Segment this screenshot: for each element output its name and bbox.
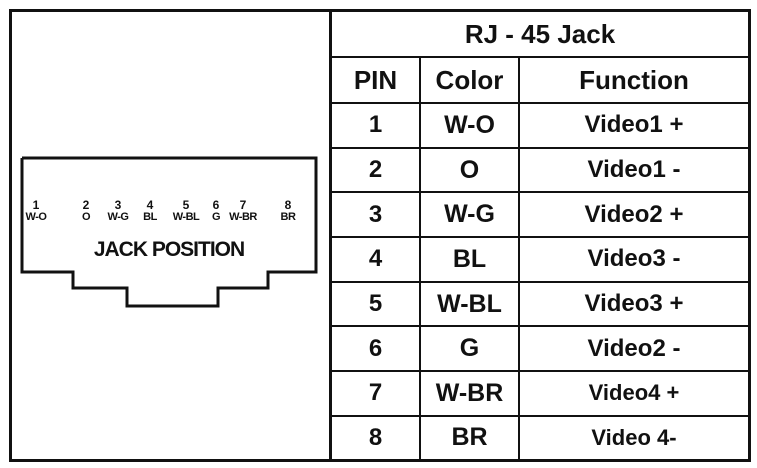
- jack-pin-color: W-O: [25, 211, 47, 223]
- jack-position-label: JACK POSITION: [93, 238, 245, 261]
- cell-function: Video2 +: [518, 191, 748, 239]
- cell-color: BR: [419, 414, 520, 459]
- jack-pin-number: 7: [239, 198, 247, 212]
- outer-frame: [9, 9, 751, 462]
- table-title-row: RJ - 45 Jack: [332, 12, 748, 58]
- cell-pin: 3: [332, 191, 421, 239]
- jack-pin-number: 8: [284, 198, 292, 212]
- cell-color: G: [419, 325, 520, 373]
- header-pin: PIN: [332, 56, 421, 104]
- rj45-pinout-table: RJ - 45 Jack PIN Color Function 1 W-O Vi…: [332, 12, 748, 459]
- cell-pin: 8: [332, 414, 421, 459]
- cell-pin: 5: [332, 280, 421, 328]
- cell-color: W-BR: [419, 370, 520, 417]
- table-row: 3 W-G Video2 +: [332, 191, 748, 239]
- cell-function: Video2 -: [518, 325, 748, 373]
- header-function: Function: [518, 56, 748, 104]
- cell-pin: 4: [332, 236, 421, 283]
- cell-color: W-O: [419, 102, 520, 149]
- jack-outline: [20, 156, 318, 308]
- jack-pin-number: 4: [146, 198, 154, 212]
- cell-function: Video4 +: [518, 370, 748, 417]
- cell-function: Video3 -: [518, 236, 748, 283]
- cell-color: O: [419, 146, 520, 194]
- jack-outline-diagram: [20, 156, 318, 308]
- header-color: Color: [419, 56, 520, 104]
- jack-pin-color: W-G: [107, 211, 129, 223]
- jack-pin-number: 2: [82, 198, 90, 212]
- jack-pin-color: W-BL: [172, 211, 200, 223]
- table-row: 7 W-BR Video4 +: [332, 370, 748, 417]
- jack-pin-color: BR: [280, 211, 296, 223]
- cell-pin: 1: [332, 102, 421, 149]
- table-row: 5 W-BL Video3 +: [332, 280, 748, 328]
- table-header-row: PIN Color Function: [332, 56, 748, 104]
- cell-pin: 6: [332, 325, 421, 373]
- cell-function: Video3 +: [518, 280, 748, 328]
- jack-pin-color: G: [211, 211, 221, 223]
- table-row: 2 O Video1 -: [332, 146, 748, 194]
- table-row: 4 BL Video3 -: [332, 236, 748, 283]
- cell-function: Video1 +: [518, 102, 748, 149]
- table-title: RJ - 45 Jack: [332, 12, 748, 58]
- table-row: 8 BR Video 4-: [332, 414, 748, 459]
- jack-pin-number: 5: [182, 198, 190, 212]
- table-row: 6 G Video2 -: [332, 325, 748, 373]
- jack-pin-number: 3: [114, 198, 122, 212]
- jack-pin-number: 1: [32, 198, 40, 212]
- jack-pin-color: W-BR: [229, 211, 257, 223]
- jack-pin-color: O: [81, 211, 91, 223]
- cell-color: BL: [419, 236, 520, 283]
- jack-pin-color: BL: [143, 211, 157, 223]
- cell-color: W-BL: [419, 280, 520, 328]
- cell-pin: 7: [332, 370, 421, 417]
- cell-function: Video1 -: [518, 146, 748, 194]
- jack-pin-number: 6: [212, 198, 220, 212]
- cell-color: W-G: [419, 191, 520, 239]
- cell-pin: 2: [332, 146, 421, 194]
- panel-divider: [329, 9, 332, 462]
- table-row: 1 W-O Video1 +: [332, 102, 748, 149]
- cell-function: Video 4-: [518, 414, 748, 459]
